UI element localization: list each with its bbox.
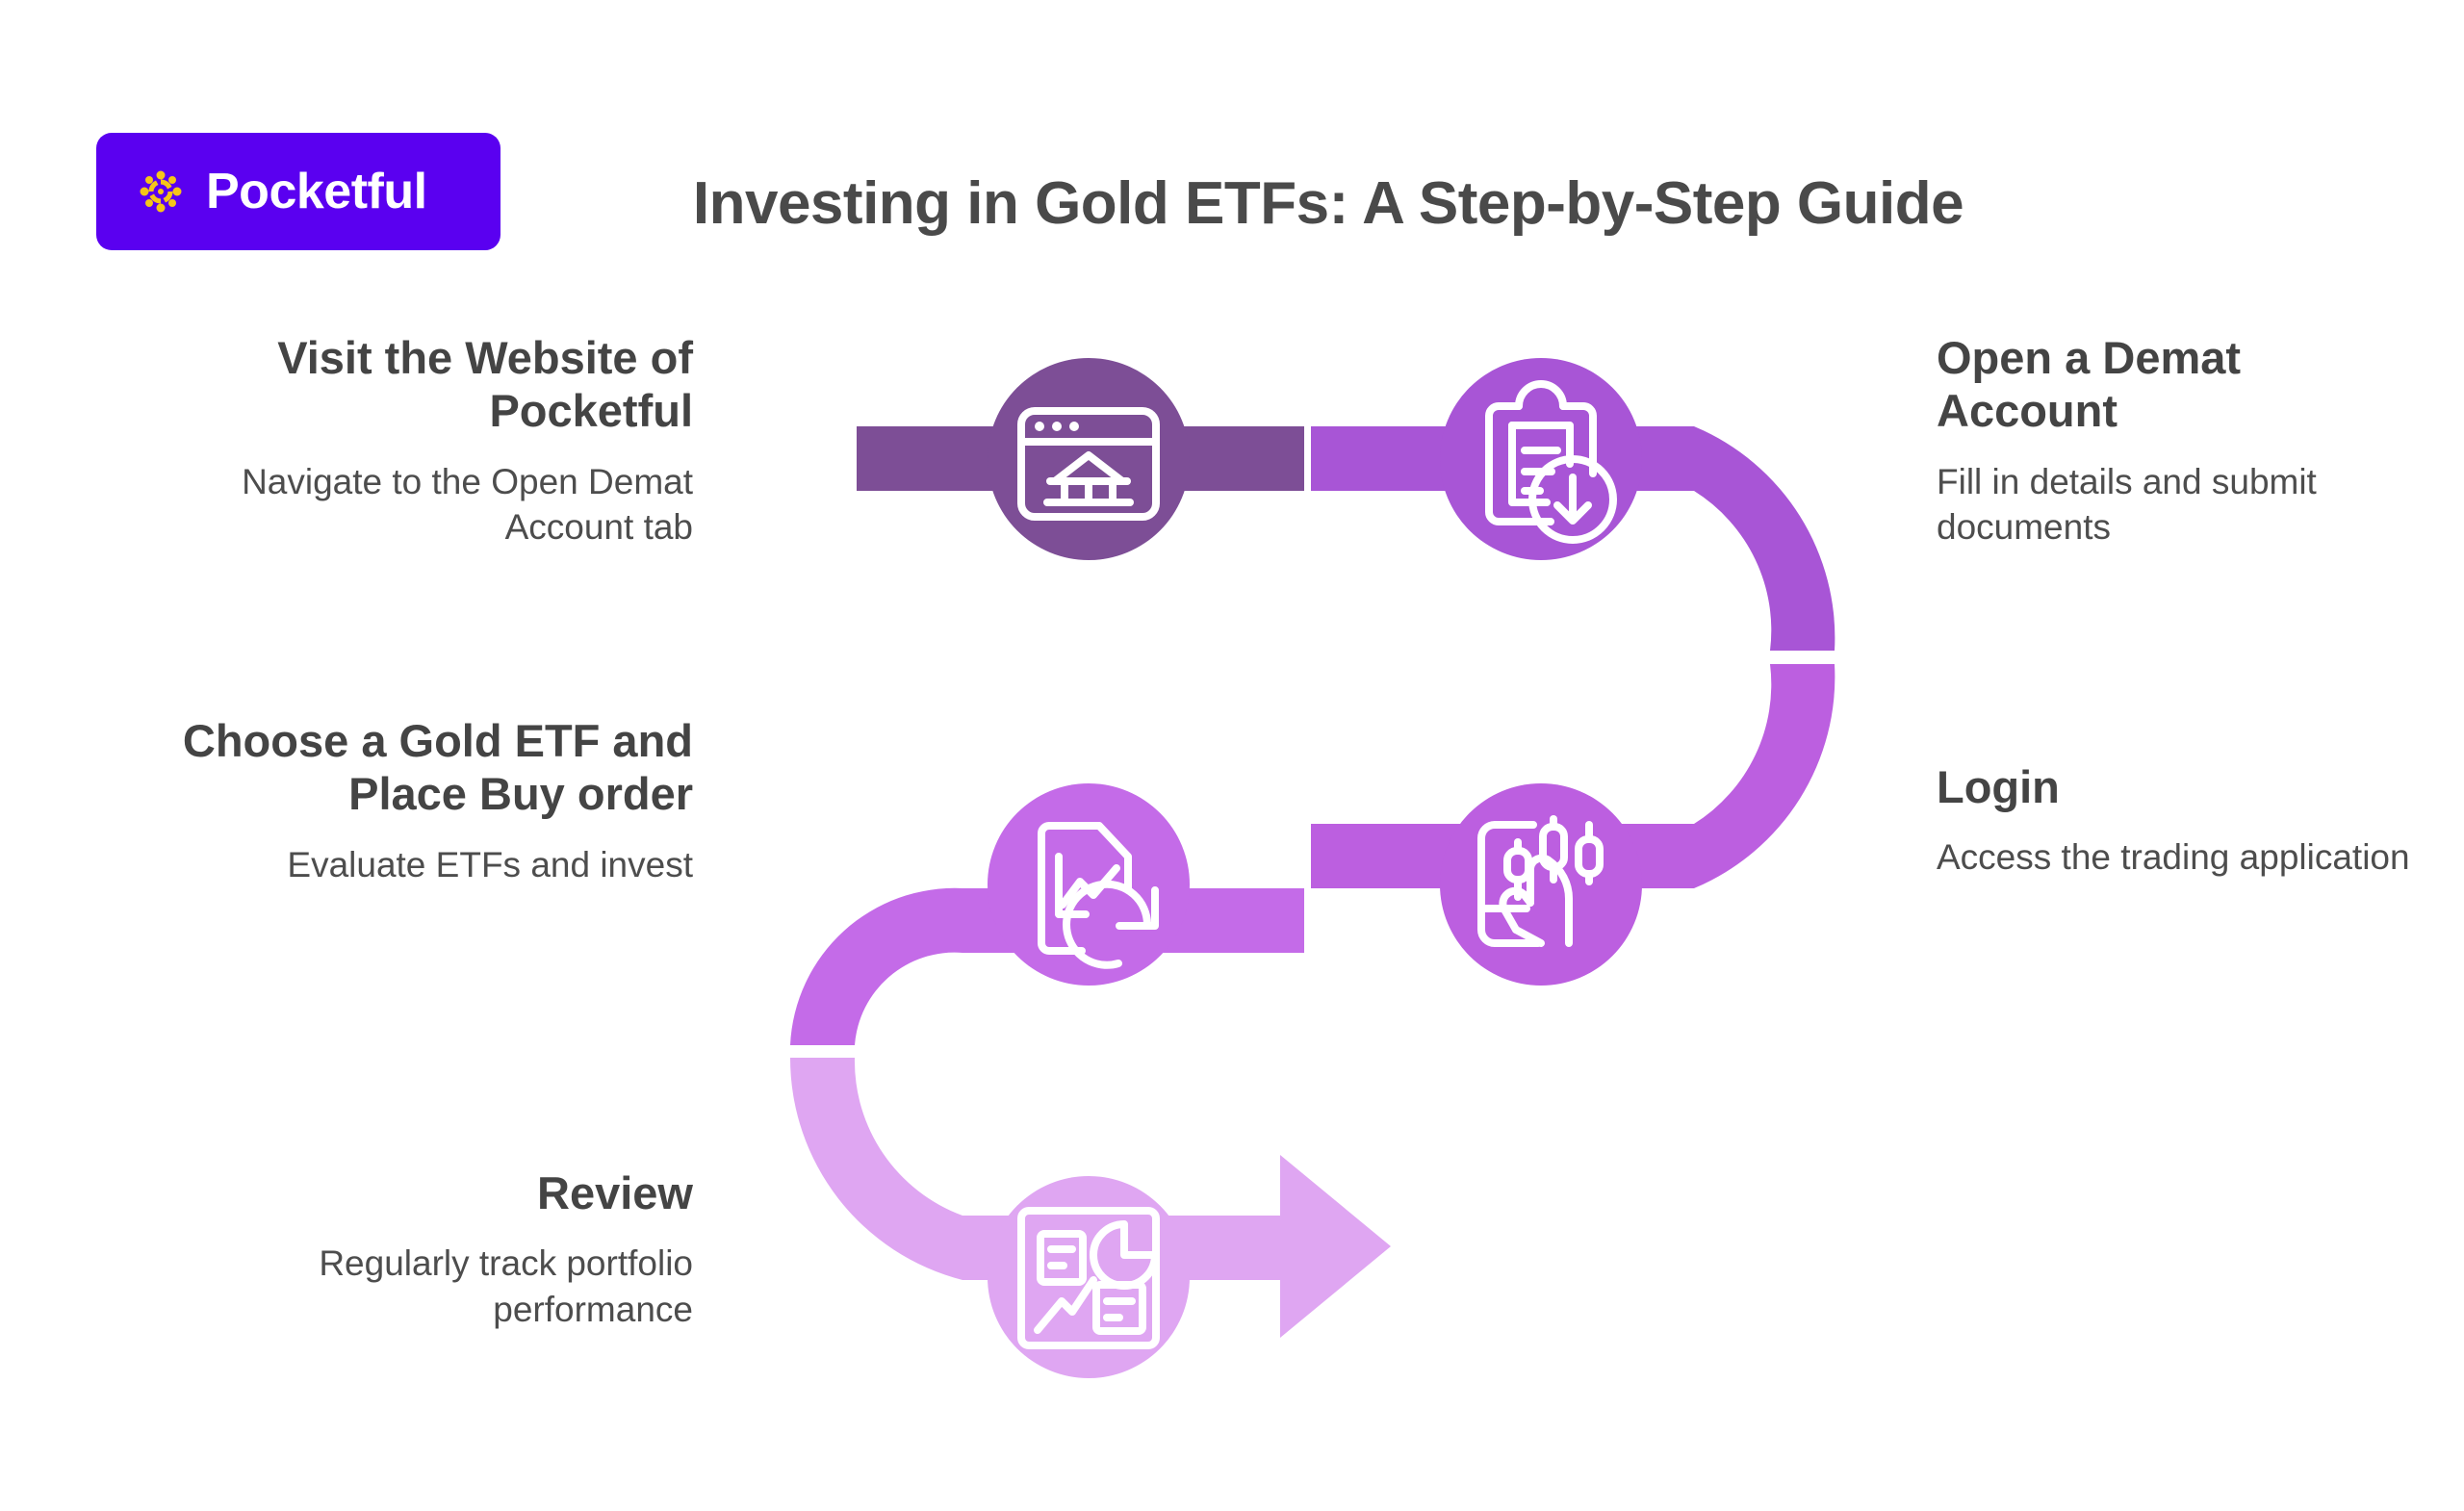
ribbon-segment-5 (789, 1058, 1391, 1338)
step-desc-visit-website: Navigate to the Open Demat Account tab (242, 461, 693, 548)
step-title-login: Login (1937, 761, 2060, 812)
step-text-review: Review Regularly track portfolio perform… (135, 1166, 693, 1332)
step-title-review: Review (537, 1167, 693, 1218)
browser-bank-icon (1017, 407, 1160, 521)
document-chart-refresh-icon (1038, 822, 1159, 969)
step-node-review[interactable] (988, 1176, 1190, 1378)
step-title-visit-website: Visit the Website of Pocketful (277, 332, 693, 437)
step-desc-choose-gold-etf: Evaluate ETFs and invest (287, 844, 693, 884)
step-node-visit-website[interactable] (988, 358, 1190, 560)
step-desc-login: Access the trading application (1937, 837, 2410, 878)
step-desc-open-demat-account: Fill in details and submit documents (1937, 461, 2317, 548)
clipboard-download-icon (1485, 380, 1617, 544)
step-circle-4 (988, 783, 1190, 986)
brand-name: Pocketful (206, 164, 427, 219)
step-circle-2 (1440, 358, 1642, 560)
step-text-open-demat-account: Open a Demat Account Fill in details and… (1937, 331, 2418, 551)
ribbon-segment-2 (1311, 426, 1835, 651)
dashboard-analytics-icon (1017, 1207, 1160, 1349)
step-text-visit-website: Visit the Website of Pocketful Navigate … (135, 331, 693, 551)
pocketful-logo-badge[interactable]: Pocketful (96, 133, 500, 250)
step-title-open-demat-account: Open a Demat Account (1937, 332, 2242, 437)
step-text-login: Login Access the trading application (1937, 760, 2418, 881)
step-desc-review: Regularly track portfolio performance (319, 1243, 693, 1329)
step-node-choose-gold-etf[interactable] (988, 783, 1190, 986)
ribbon-segment-1 (857, 426, 1304, 491)
pinwheel-dots-icon (140, 170, 182, 213)
flow-ribbon (789, 426, 1835, 1338)
mobile-candlestick-tap-icon (1477, 815, 1604, 947)
step-circle-3 (1440, 783, 1642, 986)
step-node-login[interactable] (1440, 783, 1642, 986)
ribbon-segment-3 (1311, 664, 1835, 888)
step-circle-1 (988, 358, 1190, 560)
step-node-open-demat-account[interactable] (1440, 358, 1642, 560)
page-title: Investing in Gold ETFs: A Step-by-Step G… (692, 170, 1964, 237)
step-title-choose-gold-etf: Choose a Gold ETF and Place Buy order (182, 715, 693, 820)
step-text-choose-gold-etf: Choose a Gold ETF and Place Buy order Ev… (135, 714, 693, 887)
ribbon-segment-4 (790, 824, 1304, 1045)
step-circle-5 (988, 1176, 1190, 1378)
